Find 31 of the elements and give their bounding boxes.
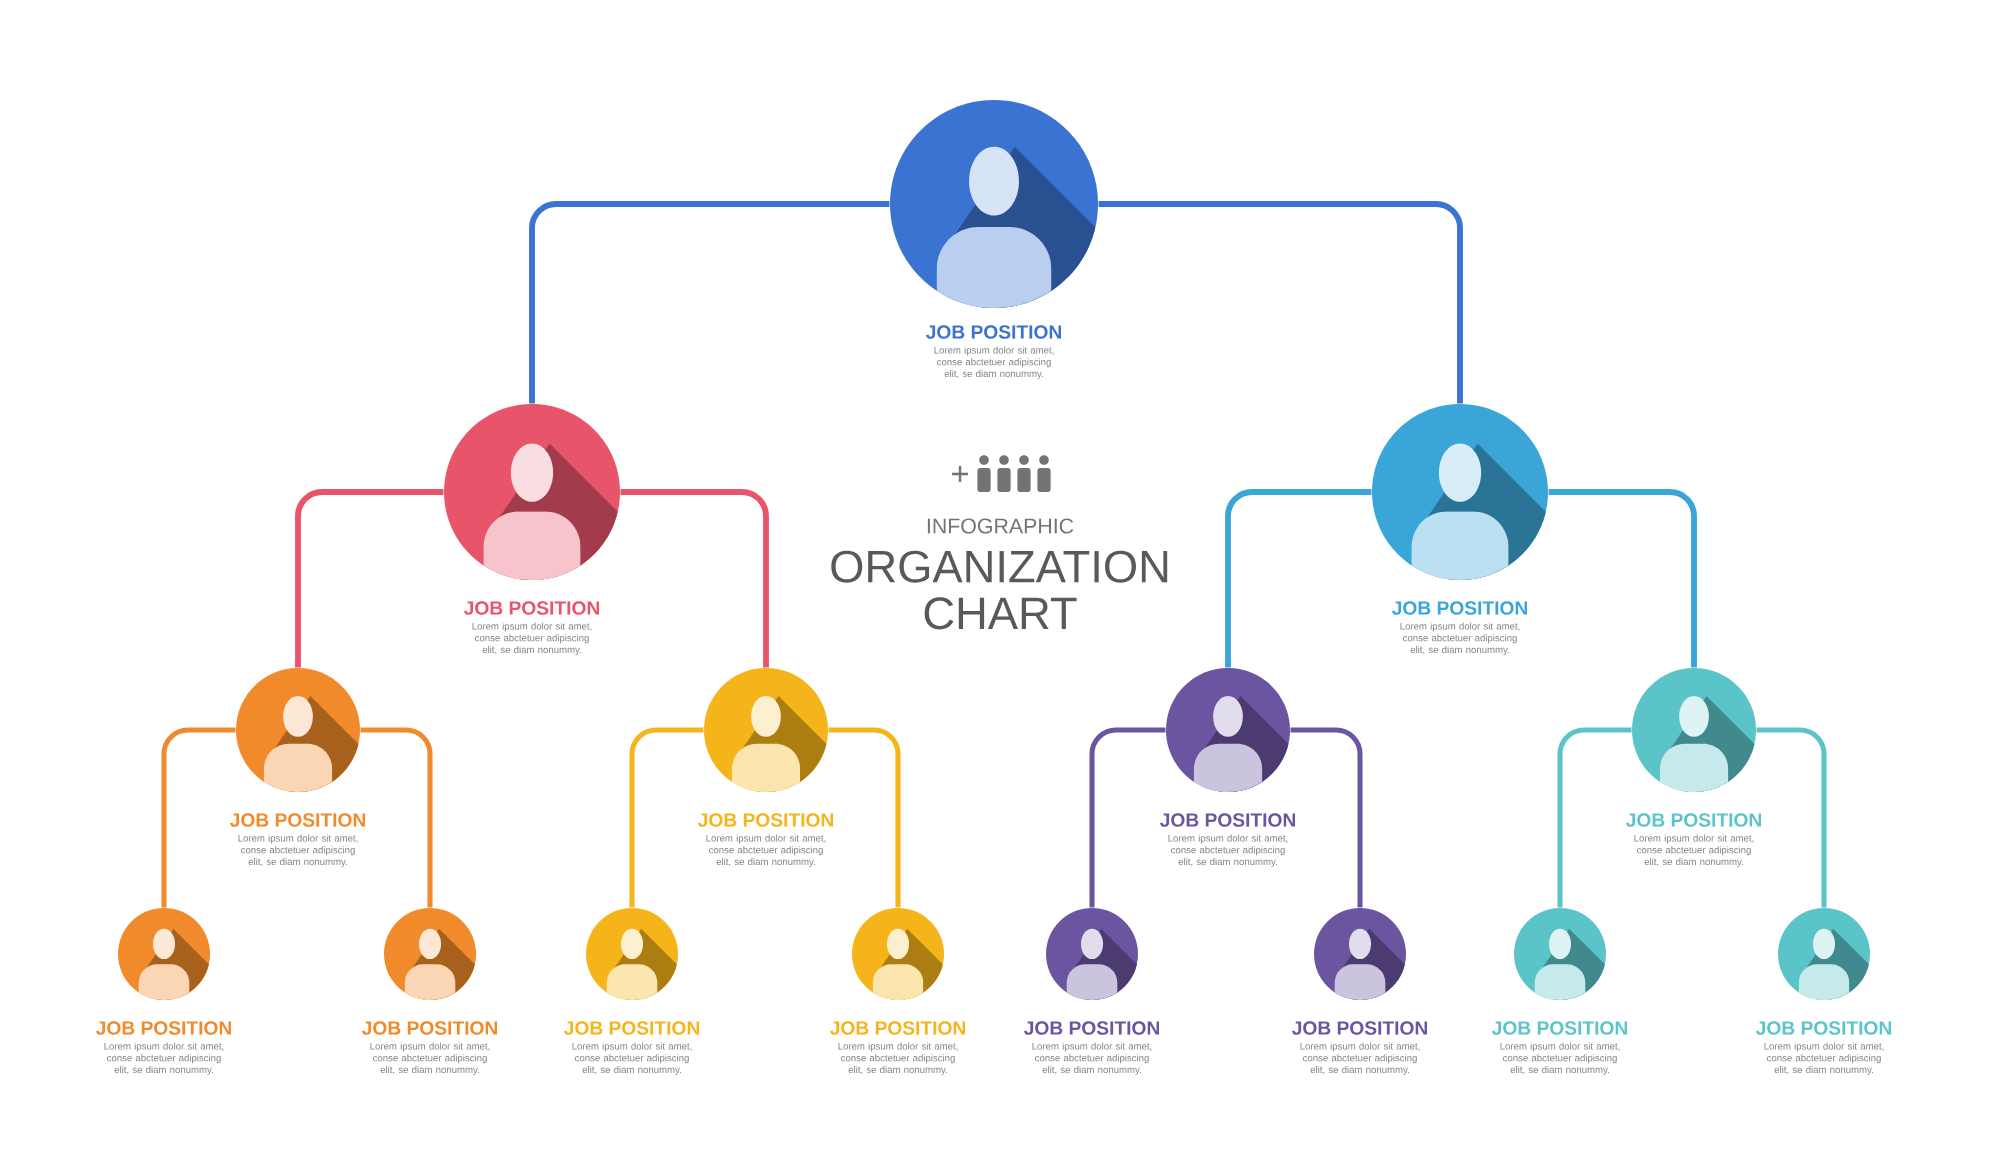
connector-line <box>1557 727 1632 908</box>
position-title: JOB POSITION <box>564 1021 699 1035</box>
connector-line <box>828 727 901 908</box>
position-title: JOB POSITION <box>1492 1021 1627 1035</box>
position-title: JOB POSITION <box>926 325 1061 339</box>
position-title: JOB POSITION <box>1024 1021 1159 1035</box>
position-title: JOB POSITION <box>362 1021 497 1035</box>
chart-title: ORGANIZATION CHART <box>831 550 1168 630</box>
subtitle: INFOGRAPHIC <box>927 518 1074 534</box>
connector-line <box>529 201 890 404</box>
position-title: JOB POSITION <box>230 813 365 827</box>
position-title: JOB POSITION <box>96 1021 231 1035</box>
position-title: JOB POSITION <box>1392 601 1527 615</box>
position-title: JOB POSITION <box>1160 813 1295 827</box>
connector-line <box>1290 727 1363 908</box>
connector-line <box>1756 727 1827 908</box>
position-title: JOB POSITION <box>464 601 599 615</box>
connector-line <box>1089 727 1166 908</box>
position-title: JOB POSITION <box>1626 813 1761 827</box>
position-title: JOB POSITION <box>698 813 833 827</box>
connector-line <box>1098 201 1463 404</box>
position-title: JOB POSITION <box>830 1021 965 1035</box>
connector-line <box>629 727 704 908</box>
position-title: JOB POSITION <box>1292 1021 1427 1035</box>
connector-line <box>620 489 769 668</box>
connector-line <box>360 727 433 908</box>
connector-line <box>161 727 236 908</box>
connector-line <box>295 489 444 668</box>
position-title: JOB POSITION <box>1756 1021 1891 1035</box>
connector-line <box>1548 489 1697 668</box>
connector-line <box>1225 489 1372 668</box>
